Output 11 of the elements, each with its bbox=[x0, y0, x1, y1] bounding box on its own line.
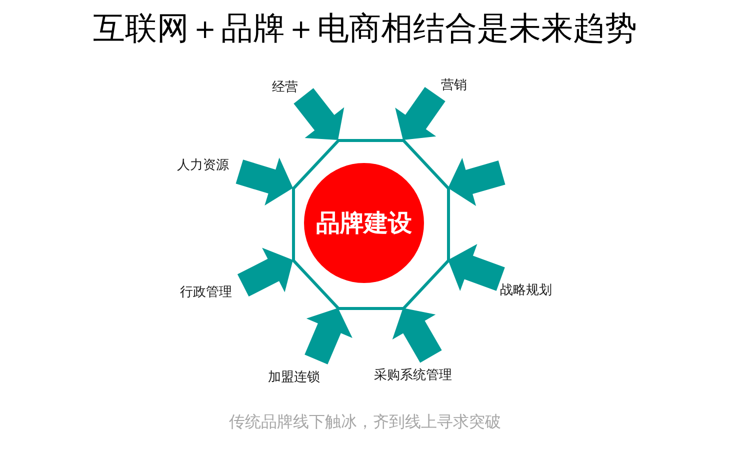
arrow-label: 经营 bbox=[272, 80, 298, 96]
title: 互联网＋品牌＋电商相结合是未来趋势 bbox=[93, 9, 637, 47]
center-circle: 品牌建设 bbox=[304, 163, 424, 283]
arrow-label: 加盟连锁 bbox=[268, 370, 320, 386]
arrow-label: 营销 bbox=[441, 78, 467, 94]
octagon-outline bbox=[292, 138, 450, 310]
arrow-label: 战略规划 bbox=[500, 283, 552, 299]
arrow-label: 行政管理 bbox=[180, 285, 232, 301]
caption: 传统品牌线下触冰，齐到线上寻求突破 bbox=[229, 412, 501, 432]
arrow-label: 人力资源 bbox=[177, 158, 229, 174]
arrow-label: 采购系统管理 bbox=[374, 368, 452, 384]
